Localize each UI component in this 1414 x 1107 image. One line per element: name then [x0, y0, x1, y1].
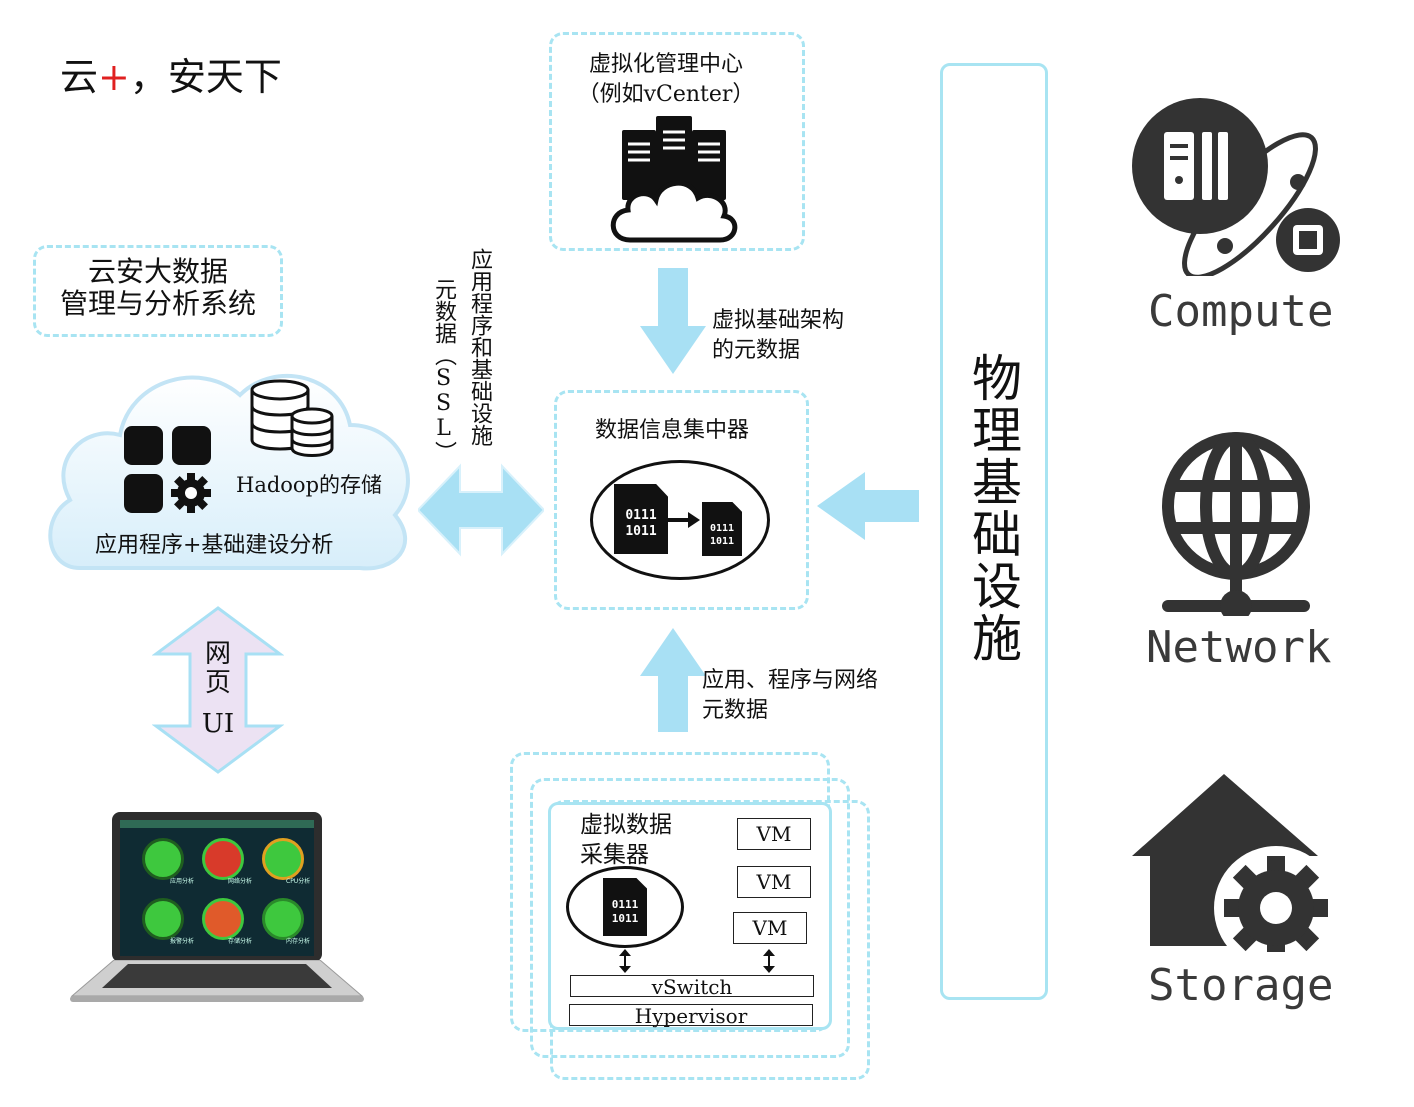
web-ui-line2: 页: [204, 668, 231, 698]
laptop-screen: 应用分析 网络分析 CPU分析 报警分析 存储分析 内存分析: [120, 820, 314, 956]
web-ui-line3: UI: [201, 709, 235, 739]
app-net-metadata-line1: 应用、程序与网络: [702, 668, 879, 693]
binary-file-small-icon: 0111 1011: [702, 502, 742, 556]
screen-donut-1: [142, 838, 184, 880]
network-label: Network: [1146, 622, 1332, 673]
bigdata-system-box: [33, 245, 283, 337]
ssl-label-col1: 应用程序和基础设施: [467, 248, 492, 446]
app-net-metadata-line2: 元数据: [702, 698, 769, 723]
storage-house-gear-icon: [1132, 774, 1336, 952]
hub-binary-small-line1: 0111: [709, 523, 735, 534]
screen-donut-6: [262, 898, 304, 940]
vm-box-3: VM: [733, 912, 807, 944]
hub-binary-small-line2: 1011: [709, 536, 735, 547]
collector-binary-icon: 0111 1011: [603, 878, 647, 936]
screen-panel-label-6: 内存分析: [286, 938, 311, 945]
screen-panel-label-2: 网络分析: [228, 878, 253, 885]
apps-grid-icon: [124, 426, 214, 516]
compute-icon: [1132, 98, 1340, 276]
collector-binary-line2: 1011: [611, 912, 639, 925]
vm-box-2: VM: [737, 866, 811, 898]
hub-binary-line1: 0111: [625, 508, 657, 523]
hadoop-label: Hadoop的存储: [236, 473, 383, 497]
arrow-down-infra: [640, 268, 706, 374]
infra-metadata-label: 虚拟基础架构 的元数据: [712, 306, 844, 366]
analysis-label: 应用程序+基础建设分析: [95, 533, 334, 558]
screen-panel-label-4: 报警分析: [170, 938, 195, 945]
compute-label: Compute: [1148, 286, 1334, 337]
bigdata-system-line1: 云安大数据: [87, 255, 228, 288]
hub-title: 数据信息集中器: [594, 418, 749, 443]
vcenter-line1: 虚拟化管理中心: [588, 52, 743, 77]
web-ui-double-arrow: [152, 606, 284, 774]
infra-metadata-line1: 虚拟基础架构: [712, 308, 845, 333]
web-ui-line1: 网: [204, 639, 231, 669]
hub-box: [554, 390, 809, 610]
hub-binary-line2: 1011: [625, 524, 657, 539]
transfer-arrow-icon: [668, 512, 700, 528]
hub-ellipse: [590, 460, 770, 580]
ssl-double-arrow: [418, 463, 544, 557]
collector-box-middle: [530, 778, 850, 1058]
ssl-label-col2: 元数据（SSL）: [431, 278, 456, 463]
collector-binary-line1: 0111: [611, 898, 639, 911]
arrow-up-collector: [640, 628, 706, 732]
screen-panel-label-3: CPU分析: [286, 878, 311, 885]
bigdata-system-line2: 管理与分析系统: [59, 287, 256, 320]
collector-title-line1: 虚拟数据: [580, 812, 672, 838]
physical-infra-label: 物理基础设施: [964, 352, 1022, 664]
network-globe-icon: [1162, 432, 1310, 616]
updown-arrow-right: [763, 949, 775, 973]
screen-donut-4: [142, 898, 184, 940]
vcenter-label: 虚拟化管理中心 （例如vCenter）: [549, 50, 783, 110]
slogan-plus: +: [98, 55, 130, 99]
screen-panel-label-1: 应用分析: [170, 878, 195, 885]
infra-metadata-line2: 的元数据: [712, 338, 801, 363]
laptop: 应用分析 网络分析 CPU分析 报警分析 存储分析 内存分析: [70, 812, 364, 1004]
vswitch-bar: vSwitch: [570, 975, 814, 997]
database-icon: [250, 379, 334, 457]
vm-box-1: VM: [737, 818, 811, 850]
screen-donut-5: [202, 898, 244, 940]
binary-file-icon: 0111 1011: [614, 484, 668, 554]
gear-icon: [171, 473, 211, 513]
storage-label: Storage: [1148, 960, 1334, 1011]
server-cloud-icon: [610, 116, 738, 243]
physical-infra-box: [940, 63, 1048, 1000]
vcenter-box: [549, 32, 805, 251]
arrow-left-physical: [817, 472, 919, 540]
collector-title: 虚拟数据 采集器: [580, 810, 672, 870]
app-net-metadata-label: 应用、程序与网络 元数据: [702, 666, 878, 726]
slogan: 云+，安天下: [60, 46, 282, 101]
bigdata-system-label: 云安大数据 管理与分析系统: [33, 256, 283, 320]
vcenter-line2: （例如vCenter）: [577, 82, 755, 107]
screen-panel-label-5: 存储分析: [228, 938, 253, 945]
web-ui-label: 网 页 UI: [190, 640, 246, 739]
collector-title-line2: 采集器: [580, 842, 649, 868]
updown-arrow-left: [619, 949, 631, 973]
hypervisor-bar: Hypervisor: [569, 1004, 813, 1026]
screen-donut-3: [262, 838, 304, 880]
slogan-part2: ，安天下: [129, 55, 282, 99]
laptop-keyboard: [70, 960, 364, 1002]
screen-donut-2: [202, 838, 244, 880]
slogan-part1: 云: [60, 55, 99, 99]
collector-ellipse: [566, 866, 684, 948]
